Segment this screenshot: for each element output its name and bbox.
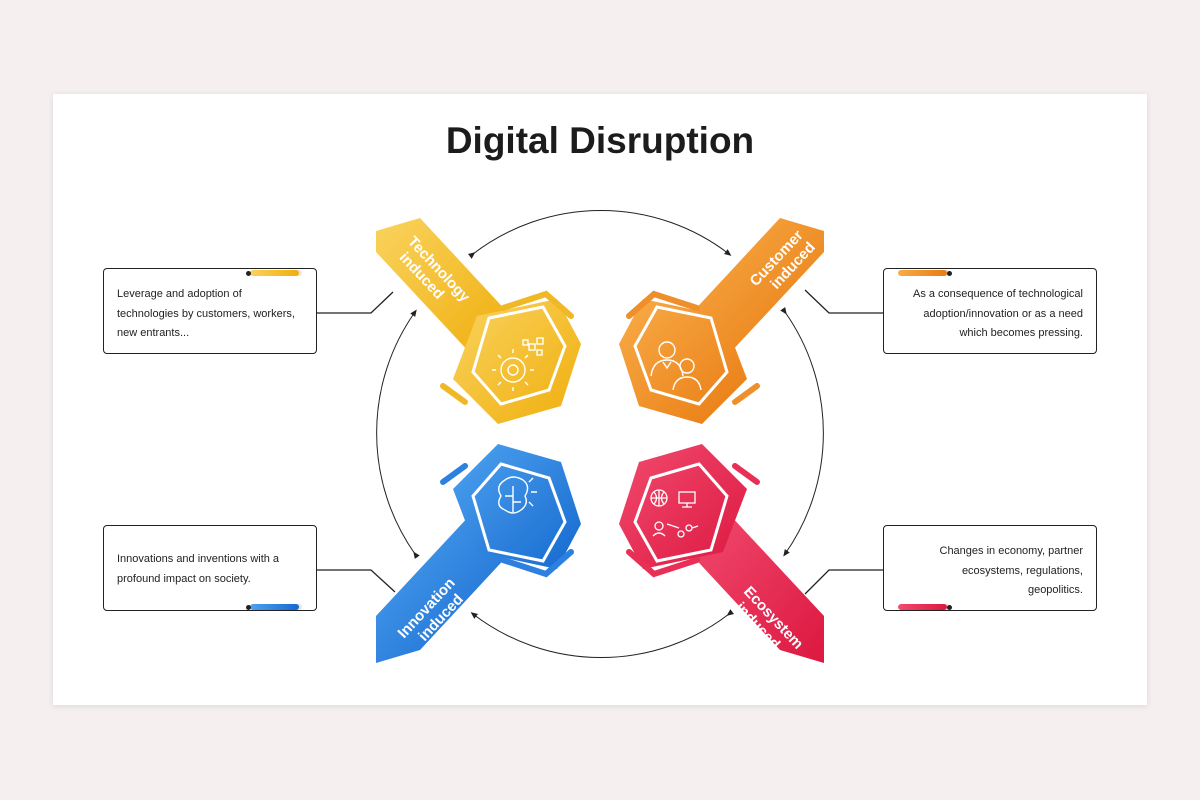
cycle-arc-top xyxy=(468,210,732,259)
innovation-description-box: Innovations and inventions with a profou… xyxy=(103,525,317,611)
innovation-description-line: Innovations and inventions with a xyxy=(117,553,280,565)
customer-description-line: which becomes pressing. xyxy=(959,327,1083,339)
technology-progress-dot xyxy=(246,271,251,276)
ecosystem-description-line: geopolitics. xyxy=(1027,584,1083,596)
innovation-connector xyxy=(317,569,396,593)
technology-description-box: Leverage and adoption of technologies by… xyxy=(103,268,317,354)
ecosystem-description-line: ecosystems, regulations, xyxy=(961,564,1083,577)
customer-connector xyxy=(804,289,883,314)
customer-progress-dot xyxy=(947,271,952,276)
brain-idea-icon xyxy=(498,476,537,514)
cycle-arc-left xyxy=(376,309,420,559)
innovation-progress-bar xyxy=(250,604,302,610)
ecosystem-progress-bar xyxy=(898,604,950,610)
innovation-description: Innovations and inventions with a profou… xyxy=(117,550,307,589)
customer-description-line: As a consequence of technological xyxy=(912,288,1083,300)
technology-connector xyxy=(317,291,394,314)
cycle-arc-right xyxy=(780,307,824,557)
technology-description-line: new entrants... xyxy=(117,327,190,339)
innovation-description-line: profound impact on society. xyxy=(117,572,251,585)
technology-hexagon xyxy=(440,290,581,424)
innovation-hexagon xyxy=(440,444,581,578)
ecosystem-progress-fill xyxy=(898,604,948,610)
page-title: Digital Disruption xyxy=(445,120,755,161)
ecosystem-connector xyxy=(804,569,883,595)
technology-description-line: Leverage and adoption of xyxy=(117,288,242,300)
customer-progress-fill xyxy=(898,270,948,276)
cycle-arc-bottom xyxy=(470,609,734,658)
technology-description: Leverage and adoption of technologies by… xyxy=(117,285,307,344)
technology-description-line: technologies by customers, workers, xyxy=(117,307,295,320)
technology-progress-bar xyxy=(250,270,302,276)
ecosystem-description-line: Changes in economy, partner xyxy=(939,545,1084,557)
ecosystem-description: Changes in economy, partner ecosystems, … xyxy=(883,542,1084,601)
disruption-diagram: Technology induced Customer induced xyxy=(317,210,883,663)
ecosystem-progress-dot xyxy=(947,605,952,610)
innovation-progress-fill xyxy=(250,604,300,610)
slide: Digital Disruption Leverage and adoption… xyxy=(53,94,1147,705)
customer-description-box: As a consequence of technological adopti… xyxy=(883,268,1097,354)
technology-progress-fill xyxy=(250,270,300,276)
gear-circuit-icon xyxy=(492,337,544,391)
customer-hexagon xyxy=(619,290,760,424)
customer-description-line: adoption/innovation or as a need xyxy=(923,307,1083,320)
ecosystem-description-box: Changes in economy, partner ecosystems, … xyxy=(883,525,1097,611)
innovation-progress-dot xyxy=(246,605,251,610)
customer-progress-bar xyxy=(898,270,950,276)
network-globe-icon xyxy=(650,489,699,538)
customer-people-icon xyxy=(650,341,702,391)
ecosystem-hexagon xyxy=(619,444,760,578)
customer-description: As a consequence of technological adopti… xyxy=(883,285,1083,344)
